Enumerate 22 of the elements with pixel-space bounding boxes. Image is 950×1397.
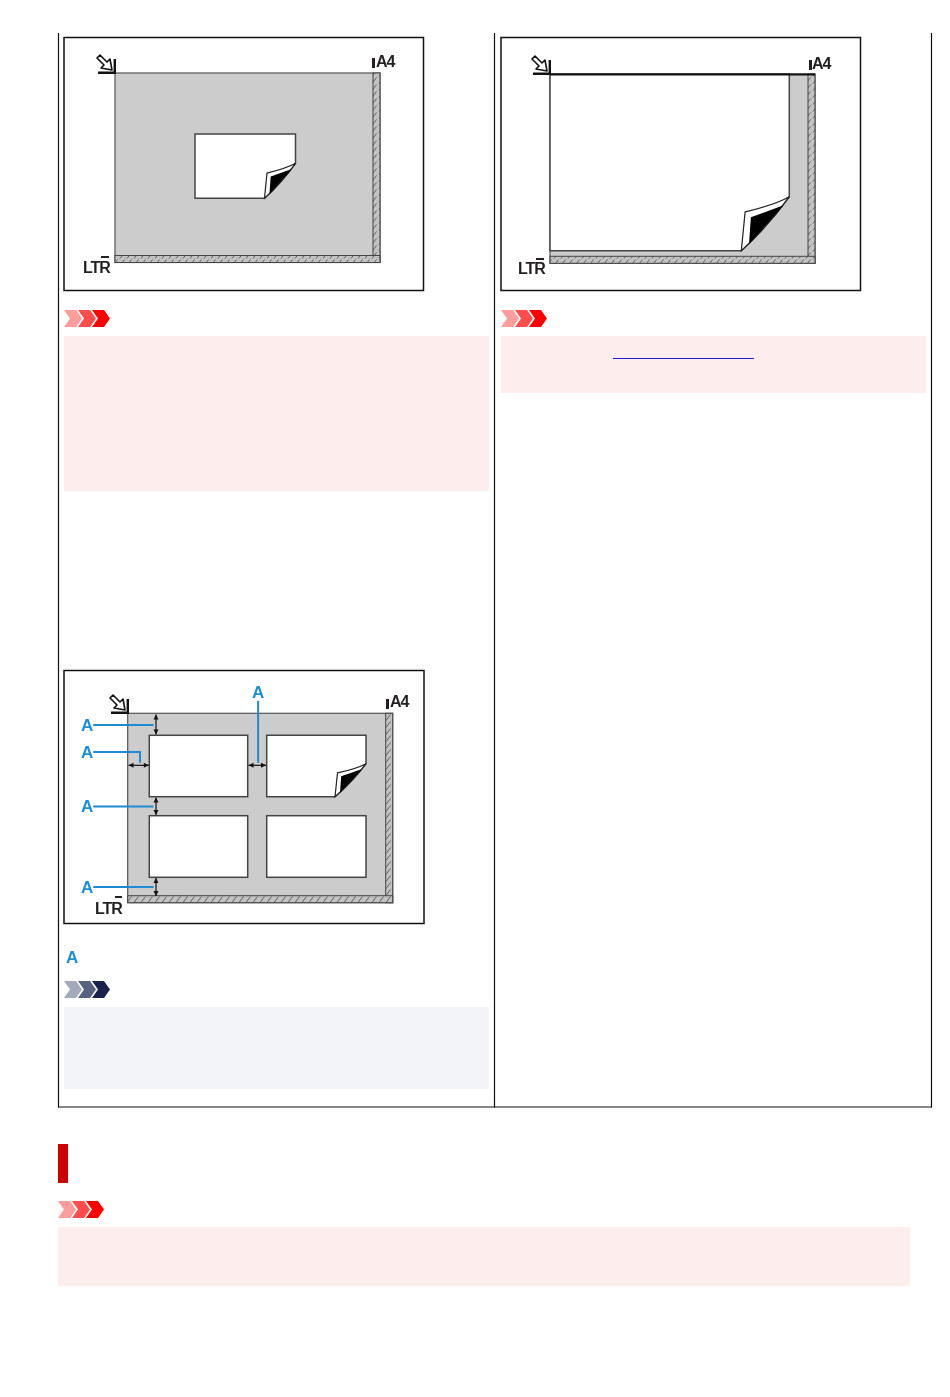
paper-size-label: LTR [518,261,545,277]
leader-line [257,699,260,764]
paper-size-label: LTR [95,901,122,917]
dimension-line [153,796,159,816]
callout-letter: A [66,949,79,966]
callout-letter: A [252,683,265,701]
callout-letter: A [81,716,94,734]
paper-size-label: A4 [390,694,409,710]
callout-letter: A [81,743,94,761]
dimension-line [153,877,159,897]
paper-size-label: A4 [376,54,395,70]
callout-letter: A [81,878,94,896]
leader-line [92,805,155,808]
dimension-line [153,713,159,736]
paper-size-label: LTR [83,260,110,276]
leader-line [92,724,155,726]
callout-letter: A [81,798,94,815]
dimension-line [247,762,267,768]
paper-size-label: A4 [812,55,831,72]
leader-line [92,751,141,764]
leader-line [92,886,155,888]
dimension-line [127,762,150,768]
